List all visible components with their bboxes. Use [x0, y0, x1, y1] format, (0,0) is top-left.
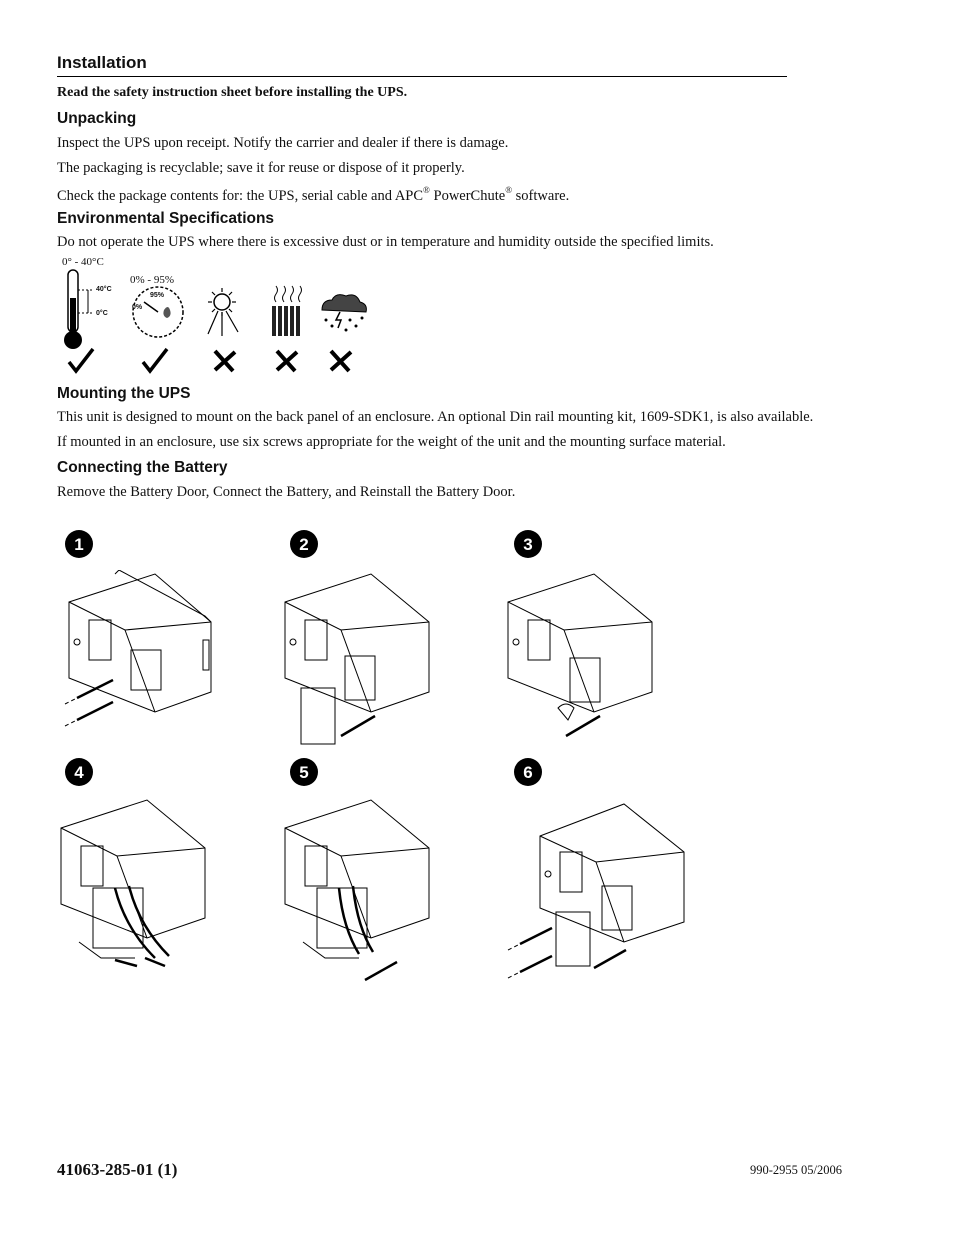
heater-icon: [268, 284, 308, 345]
step-6-illustration: [507, 803, 685, 979]
environment-text: Do not operate the UPS where there is ex…: [57, 234, 714, 250]
storm-cloud-icon: [316, 292, 370, 343]
safety-note: Read the safety instruction sheet before…: [57, 85, 408, 100]
heading-rule: [57, 76, 787, 77]
step-3-illustration: [507, 573, 653, 738]
step-6-badge: 6: [513, 757, 543, 787]
section-title: Installation: [57, 53, 147, 72]
svg-text:3: 3: [523, 535, 532, 554]
svg-text:5: 5: [299, 763, 308, 782]
svg-text:1: 1: [74, 535, 83, 554]
registered-mark: ®: [505, 185, 513, 195]
step-2-illustration: [284, 573, 430, 745]
unpacking-line-2: The packaging is recyclable; save it for…: [57, 160, 465, 176]
svg-text:2: 2: [299, 535, 308, 554]
mounting-title: Mounting the UPS: [57, 385, 191, 402]
document-id: 41063-285-01 (1): [57, 1160, 178, 1179]
svg-text:4: 4: [74, 763, 84, 782]
step-5-illustration: [284, 799, 430, 982]
unpacking-line-1: Inspect the UPS upon receipt. Notify the…: [57, 135, 509, 151]
battery-title: Connecting the Battery: [57, 459, 228, 476]
check-icon: [141, 347, 169, 374]
sun-icon: [204, 286, 244, 343]
unpacking-title: Unpacking: [57, 110, 137, 127]
environment-title: Environmental Specifications: [57, 210, 275, 227]
unpacking-line-3: Check the package contents for: the UPS,…: [57, 185, 570, 204]
part-number-date: 990-2955 05/2006: [750, 1163, 843, 1177]
mounting-line-1: This unit is designed to mount on the ba…: [57, 409, 814, 425]
battery-text: Remove the Battery Door, Connect the Bat…: [57, 484, 516, 500]
step-5-badge: 5: [289, 757, 319, 787]
cross-icon: [213, 349, 237, 373]
svg-text:6: 6: [523, 763, 532, 782]
registered-mark: ®: [423, 185, 430, 195]
step-1-badge: 1: [64, 529, 94, 559]
cross-icon: [329, 349, 353, 373]
step-4-illustration: [60, 799, 206, 968]
check-icon: [67, 347, 95, 374]
step-3-badge: 3: [513, 529, 543, 559]
step-4-badge: 4: [64, 757, 94, 787]
cross-icon: [275, 349, 299, 373]
mounting-line-2: If mounted in an enclosure, use six scre…: [57, 434, 726, 450]
step-1-illustration: [64, 570, 212, 727]
step-2-badge: 2: [289, 529, 319, 559]
